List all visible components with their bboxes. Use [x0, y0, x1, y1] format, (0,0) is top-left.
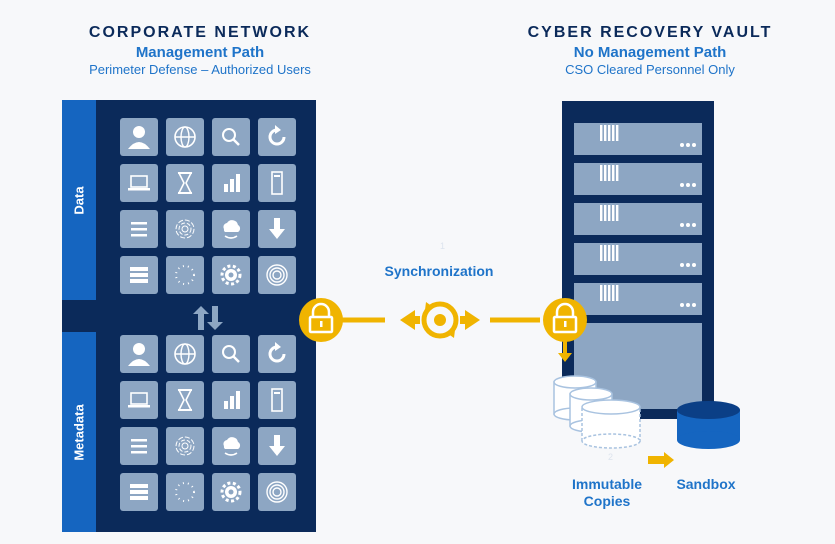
- server-tower-icon: [271, 171, 283, 195]
- vault-slot: [574, 163, 702, 195]
- icon-tile: [258, 335, 296, 373]
- hourglass-icon: [177, 389, 193, 411]
- left-lock-icon: [299, 298, 343, 342]
- icon-tile: [212, 427, 250, 465]
- synchronization-label: Synchronization: [384, 263, 494, 279]
- storage-icon: [130, 267, 148, 283]
- refresh-icon: [268, 125, 286, 146]
- icon-tile: [120, 256, 158, 294]
- icon-tile: [120, 118, 158, 156]
- icon-tile: [120, 427, 158, 465]
- list-icon: [131, 222, 147, 237]
- user-icon: [128, 343, 150, 366]
- gear-icon: [220, 264, 242, 286]
- icon-tile: [120, 335, 158, 373]
- laptop-icon: [128, 175, 150, 191]
- icon-tile: [212, 118, 250, 156]
- storage-icon: [130, 484, 148, 500]
- icon-tile: [120, 210, 158, 248]
- search-icon: [222, 128, 240, 146]
- to-sandbox-arrow-icon: [648, 452, 674, 468]
- step-2-label: 2: [608, 452, 614, 462]
- target-icon: [266, 264, 288, 286]
- management-path-label: Management Path: [135, 44, 265, 61]
- immutable-copies-label: Immutable Copies: [558, 476, 656, 510]
- icon-tile: [212, 381, 250, 419]
- vault-slot: [574, 123, 702, 155]
- fingerprint-icon: [175, 219, 195, 239]
- search-icon: [222, 345, 240, 363]
- bar-chart-icon: [224, 391, 240, 409]
- icon-tile: [120, 381, 158, 419]
- synchronization-connector: [340, 301, 572, 362]
- cloud-icon: [223, 437, 241, 456]
- globe-icon: [174, 343, 196, 365]
- icon-tile: [212, 164, 250, 202]
- sandbox-label: Sandbox: [676, 476, 736, 492]
- immutable-label-line2: Copies: [583, 493, 631, 509]
- corporate-network-heading: CORPORATE NETWORK Management Path Perime…: [30, 24, 370, 77]
- icon-tile: [166, 256, 204, 294]
- icon-tile: [166, 118, 204, 156]
- icon-tile: [258, 164, 296, 202]
- icon-tile: [166, 335, 204, 373]
- download-icon: [269, 435, 285, 456]
- spinner-icon: [175, 482, 195, 502]
- list-icon: [131, 439, 147, 454]
- icon-tile: [212, 256, 250, 294]
- icon-tile: [258, 118, 296, 156]
- refresh-icon: [268, 342, 286, 363]
- icon-tile: [258, 381, 296, 419]
- icon-tile: [258, 256, 296, 294]
- icon-tile: [212, 335, 250, 373]
- download-icon: [269, 218, 285, 239]
- hourglass-icon: [177, 172, 193, 194]
- vault-server-rack: [562, 101, 714, 419]
- icon-tile: [166, 164, 204, 202]
- fingerprint-icon: [175, 436, 195, 456]
- vault-slot-markings: [600, 125, 696, 307]
- icon-tile: [212, 473, 250, 511]
- vault-slot: [574, 243, 702, 275]
- sync-up-down-arrows-icon: [193, 306, 223, 330]
- gear-icon: [220, 481, 242, 503]
- icon-tile: [166, 473, 204, 511]
- server-tower-icon: [271, 388, 283, 412]
- bar-chart-icon: [224, 174, 240, 192]
- metadata-tab-label: Metadata: [71, 403, 87, 461]
- step-1-label: 1: [440, 241, 446, 251]
- spinner-icon: [175, 265, 195, 285]
- icon-tile: [166, 381, 204, 419]
- icon-tile: [258, 210, 296, 248]
- cso-personnel-label: CSO Cleared Personnel Only: [565, 62, 735, 77]
- immutable-copies-icon: [553, 375, 641, 449]
- icon-tile: [212, 210, 250, 248]
- corporate-network-title: CORPORATE NETWORK: [88, 24, 312, 41]
- icon-tile: [120, 164, 158, 202]
- icon-tile: [166, 427, 204, 465]
- laptop-icon: [128, 392, 150, 408]
- icon-tile: [120, 473, 158, 511]
- target-icon: [266, 481, 288, 503]
- cloud-icon: [223, 220, 241, 239]
- sandbox-icon: [677, 401, 740, 449]
- icon-tile: [258, 427, 296, 465]
- no-management-path-label: No Management Path: [573, 44, 727, 61]
- cyber-vault-heading: CYBER RECOVERY VAULT No Management Path …: [480, 24, 820, 77]
- vault-slot: [574, 283, 702, 315]
- data-tab: Data: [62, 100, 96, 300]
- globe-icon: [174, 126, 196, 148]
- user-icon: [128, 126, 150, 149]
- data-tab-label: Data: [71, 185, 87, 215]
- perimeter-defense-label: Perimeter Defense – Authorized Users: [89, 62, 311, 77]
- cyber-vault-title: CYBER RECOVERY VAULT: [527, 24, 773, 41]
- immutable-label-line1: Immutable: [571, 476, 642, 492]
- metadata-tab: Metadata: [62, 332, 96, 532]
- icon-tile: [166, 210, 204, 248]
- icon-tile: [258, 473, 296, 511]
- vault-slot: [574, 203, 702, 235]
- right-lock-icon: [543, 298, 587, 342]
